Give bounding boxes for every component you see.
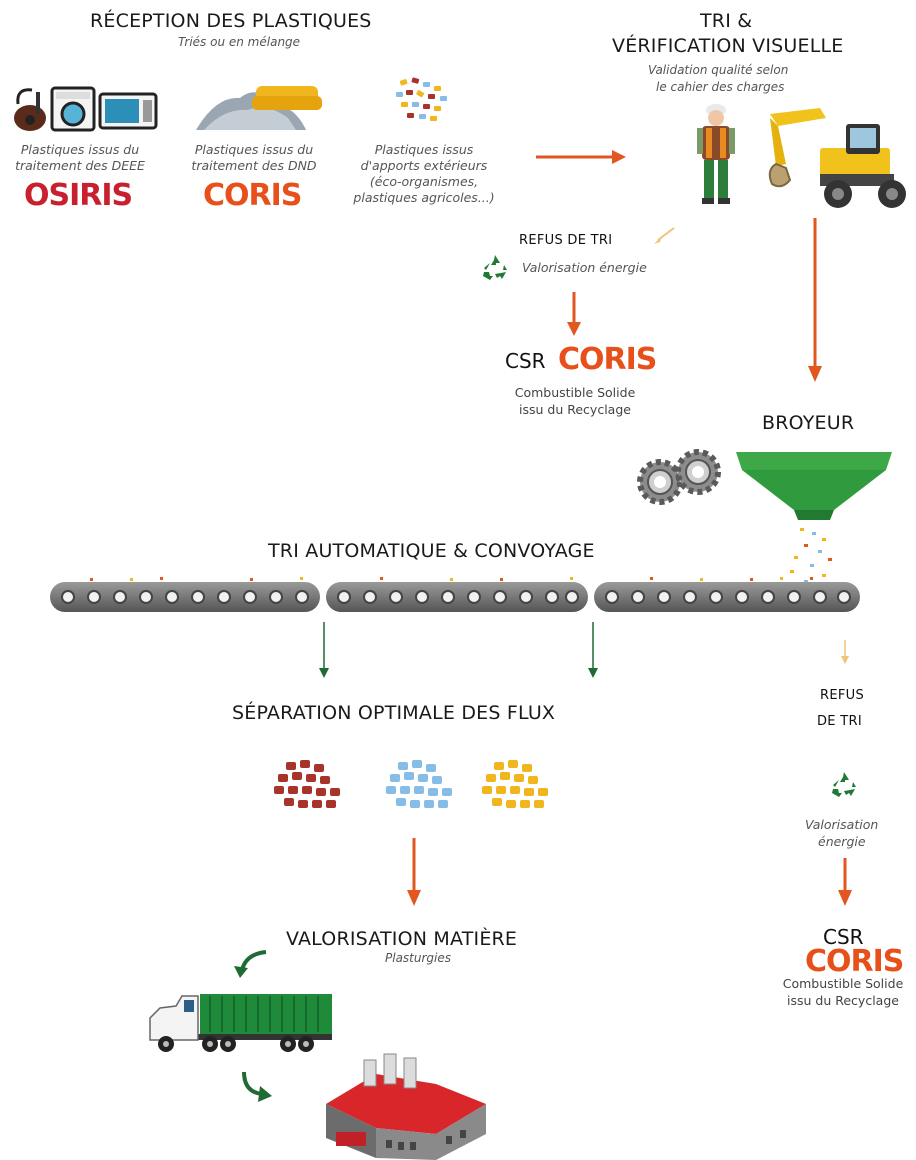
refus-right-sub-1: Valorisation [805,817,879,832]
reception-subtitle: Triés ou en mélange [178,35,301,49]
curved-arrow-to-truck [234,950,267,978]
refus-right-sub-2: énergie [818,834,866,849]
refus-right-line1: REFUS [820,688,864,703]
arrow-to-refus-right [841,640,849,664]
source-caption-exterieurs: Plastiques issus d'apports extérieurs (é… [353,142,495,205]
curved-arrow-to-factory [242,1071,272,1102]
valorisation-subtitle: Plasturgies [385,951,452,965]
valorisation-title: VALORISATION MATIÈRE [286,928,518,950]
mixed-pellets-icon [396,77,447,121]
tri-auto-title: TRI AUTOMATIQUE & CONVOYAGE [268,540,595,562]
refus-top-sub: Valorisation énergie [522,260,647,275]
coris-logo-csr-top: CORIS [558,342,657,377]
excavator-icon [768,108,906,208]
coris-logo-csr-right: CORIS [805,944,904,979]
tri-verif-title-1: TRI & [700,10,753,32]
arrow-sort-1 [319,622,329,678]
recycle-icon-top [483,255,507,280]
coris-logo-source: CORIS [203,178,302,213]
conveyor-belts [50,577,860,612]
csr-top-desc-2: issu du Recyclage [519,402,631,417]
broyeur-title: BROYEUR [762,412,855,434]
gears-icon [637,449,721,505]
recycle-icon-right [832,772,856,797]
source-caption-deee: Plastiques issus du traitement des DEEE [15,142,145,173]
hopper-icon [736,452,892,583]
arrow-to-tri [536,150,626,164]
tri-verif-sub-1: Validation qualité selon [648,63,789,77]
waste-pile-sofa-icon [196,86,322,130]
red-pellets-icon [274,760,340,808]
csr-right-desc-2: issu du Recyclage [787,993,899,1008]
refus-right-line2: DE TRI [817,714,862,729]
arrow-sort-2 [588,622,598,678]
worker-icon [697,104,735,204]
arrow-to-csr-right [838,858,852,906]
reception-title: RÉCEPTION DES PLASTIQUES [90,10,372,32]
separation-title: SÉPARATION OPTIMALE DES FLUX [232,702,556,724]
yellow-pellets-icon [482,760,548,808]
arrow-to-refus-top [654,227,675,244]
factory-icon [326,1053,486,1160]
truck-icon [149,994,332,1052]
osiris-logo: OSIRIS [24,178,133,213]
appliances-icon [14,86,158,132]
blue-pellets-icon [386,760,452,808]
source-caption-dnd: Plastiques issus du traitement des DND [191,142,317,173]
tri-verif-sub-2: le cahier des charges [656,80,785,94]
arrow-to-broyeur [808,218,822,382]
tri-verif-title-2: VÉRIFICATION VISUELLE [612,35,844,57]
csr-right-desc-1: Combustible Solide [782,976,904,991]
arrow-to-csr-top [567,292,581,336]
arrow-to-valorisation [407,838,421,906]
csr-top-label: CSR [505,349,546,373]
csr-top-desc-1: Combustible Solide [514,385,636,400]
refus-top-title: REFUS DE TRI [519,233,613,248]
csr-right-label: CSR [823,925,864,949]
